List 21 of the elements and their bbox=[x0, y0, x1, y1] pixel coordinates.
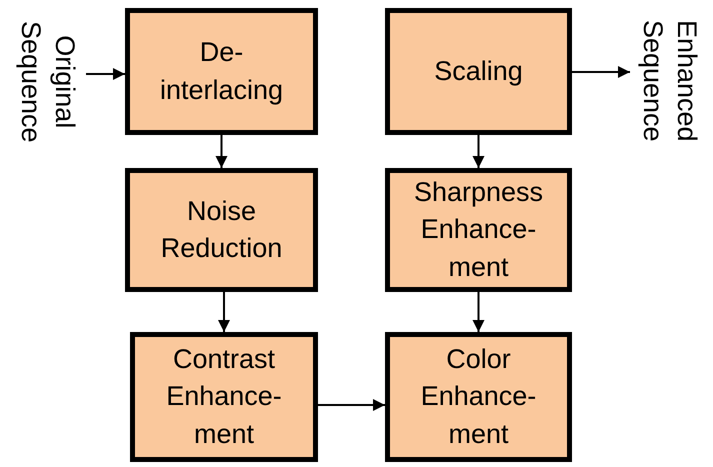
process-box bbox=[385, 8, 572, 135]
sequence-label: Enhanced Sequence bbox=[637, 19, 703, 144]
box-label: Sharpness Enhance- ment bbox=[412, 176, 544, 284]
arrow bbox=[472, 292, 484, 332]
process-box bbox=[125, 168, 318, 292]
arrow bbox=[86, 68, 125, 80]
box-label: Color Enhance- ment bbox=[420, 343, 538, 451]
arrow bbox=[572, 66, 630, 78]
sequence-label: Original Sequence bbox=[15, 20, 81, 145]
box-label: Contrast Enhance- ment bbox=[165, 343, 283, 451]
process-box bbox=[385, 332, 572, 462]
box-label: De- interlacing bbox=[158, 36, 284, 107]
process-box bbox=[130, 332, 318, 462]
box-label: Noise Reduction bbox=[160, 194, 284, 265]
process-box bbox=[125, 8, 318, 135]
arrow bbox=[218, 292, 230, 332]
arrow bbox=[216, 135, 228, 168]
arrow bbox=[472, 135, 484, 168]
process-box bbox=[385, 168, 572, 292]
box-label: Scaling bbox=[434, 54, 523, 88]
arrow bbox=[318, 399, 385, 411]
